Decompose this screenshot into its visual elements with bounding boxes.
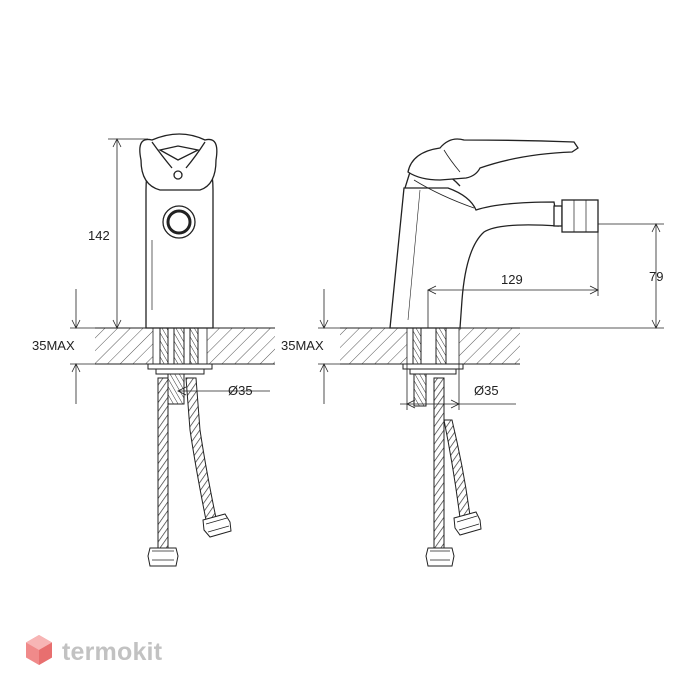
shank-left	[147, 327, 213, 405]
dimension-thickness-left-label: 35MAX	[32, 338, 75, 353]
hoses-right	[425, 377, 482, 567]
brand-logo: termokit	[24, 634, 162, 671]
brand-name: termokit	[62, 638, 163, 666]
dimension-height	[108, 138, 148, 329]
dimension-reach-label: 129	[501, 272, 523, 287]
dimension-height-label: 142	[88, 228, 110, 243]
dimension-reach	[427, 232, 599, 328]
front-view: 142 35MAX Ø35	[32, 133, 275, 567]
dimension-thickness-right	[318, 289, 342, 404]
dimension-hole-right-label: Ø35	[474, 383, 499, 398]
dimension-thickness-right-label: 35MAX	[281, 338, 324, 353]
faucet-body-front	[139, 133, 218, 329]
dimension-hole-left	[177, 386, 270, 396]
dimension-thickness-left	[70, 289, 96, 404]
dimension-hole-left-label: Ø35	[228, 383, 253, 398]
shank-right	[402, 327, 464, 407]
countertop-left	[95, 327, 275, 365]
hexagon-cube-icon	[24, 634, 54, 671]
faucet-body-side	[389, 138, 599, 329]
dimension-outlet-height	[520, 223, 664, 329]
dimension-hole-right	[400, 364, 516, 410]
hoses-left	[147, 377, 232, 567]
dimension-outlet-height-label: 79	[649, 269, 663, 284]
countertop-right	[340, 327, 520, 365]
side-view: 35MAX Ø35 129 79	[281, 138, 664, 567]
